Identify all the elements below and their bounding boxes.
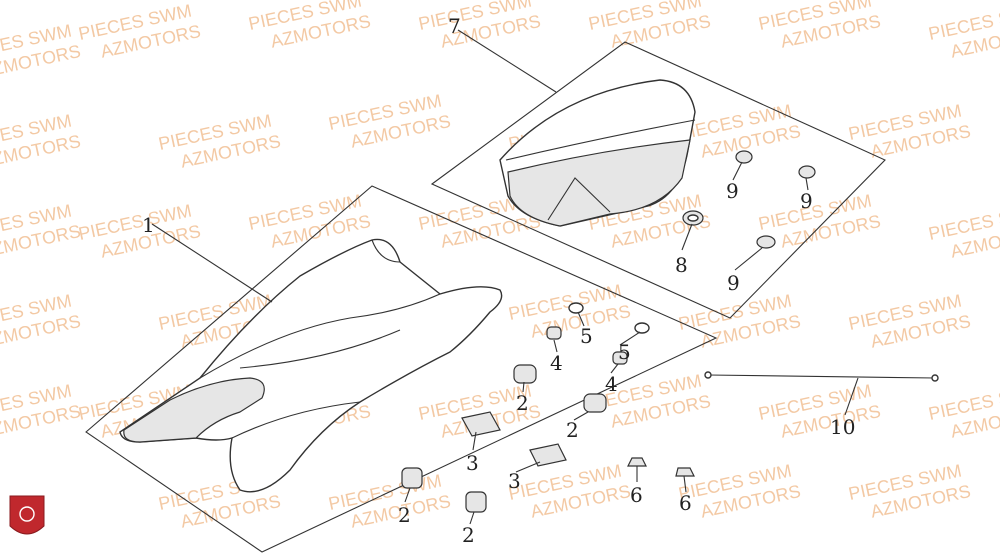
callout-6: 6 bbox=[630, 483, 643, 507]
front-seat-panel bbox=[85, 185, 718, 553]
callout-5: 5 bbox=[618, 340, 631, 364]
callout-2: 2 bbox=[566, 418, 579, 442]
callout-9: 9 bbox=[726, 179, 739, 203]
rear-seat-panel bbox=[430, 41, 886, 319]
callout-5: 5 bbox=[580, 324, 593, 348]
callout-9: 9 bbox=[727, 271, 740, 295]
callout-3: 3 bbox=[508, 469, 521, 493]
callout-2: 2 bbox=[462, 523, 475, 547]
callout-7: 7 bbox=[448, 14, 461, 38]
callout-4: 4 bbox=[605, 372, 618, 396]
front-seat-drawing bbox=[119, 238, 503, 493]
callout-10: 10 bbox=[830, 415, 855, 439]
leader-lines bbox=[151, 29, 859, 525]
callout-1: 1 bbox=[142, 213, 155, 237]
callout-2: 2 bbox=[398, 503, 411, 527]
callout-4: 4 bbox=[550, 351, 563, 375]
callout-3: 3 bbox=[466, 451, 479, 475]
callout-labels: 1 7 8 9 9 9 5 5 4 4 2 2 3 3 2 2 6 6 10 bbox=[142, 14, 855, 547]
rear-seat-drawing bbox=[499, 79, 696, 227]
callout-2: 2 bbox=[516, 391, 529, 415]
callout-8: 8 bbox=[675, 253, 688, 277]
azmotors-logo bbox=[9, 495, 45, 535]
callout-6: 6 bbox=[679, 491, 692, 515]
small-parts bbox=[401, 150, 939, 513]
callout-9: 9 bbox=[800, 189, 813, 213]
